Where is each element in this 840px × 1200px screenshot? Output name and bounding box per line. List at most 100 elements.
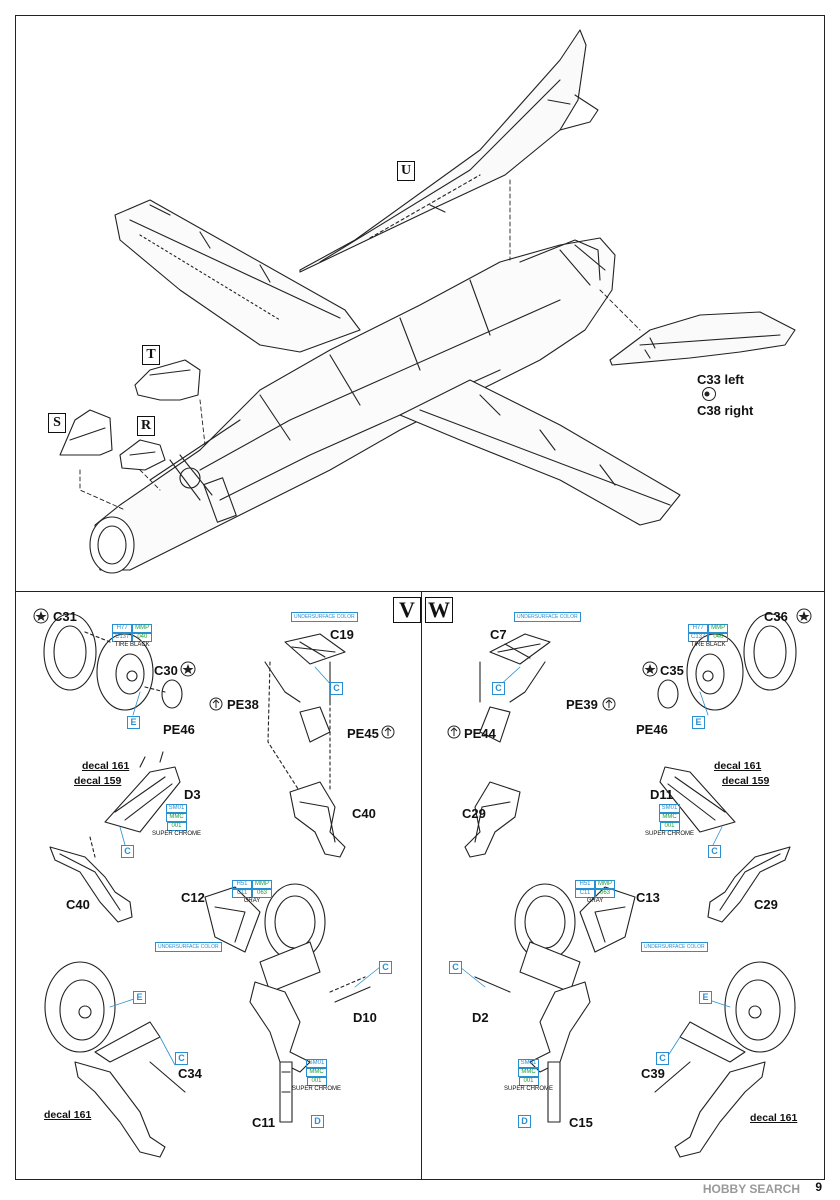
left-c40-label: C40 xyxy=(66,897,90,912)
right-chrome2-paint-callout: SM01 MMC 001 SUPER CHROME xyxy=(504,1059,553,1093)
right-chrome2-b: MMC xyxy=(518,1068,539,1077)
mirror-symbol-icon xyxy=(702,387,716,401)
left-chrome-b: MMC xyxy=(166,813,187,822)
left-ref-c: C xyxy=(330,682,343,695)
left-decal161b-label: decal 161 xyxy=(44,1109,92,1121)
left-pe45-label: PE45 xyxy=(347,726,379,741)
vertical-divider xyxy=(421,591,422,1180)
right-c35-label: C35 xyxy=(660,663,684,678)
left-tire-n: 040 xyxy=(132,633,153,642)
right-nose-wheel xyxy=(474,883,591,1123)
right-wing-drawing xyxy=(399,379,681,526)
left-ref-c: C xyxy=(175,1052,188,1065)
left-c11-label: C11 xyxy=(252,1115,276,1130)
left-chrome2-paint-callout: SM01 MMC 001 SUPER CHROME xyxy=(292,1059,341,1093)
right-d11-label: D11 xyxy=(650,787,674,802)
right-c39-label: C39 xyxy=(641,1066,665,1081)
left-gray-name: GRAY xyxy=(243,898,261,904)
left-door-c12 xyxy=(204,886,261,953)
canopy-parts xyxy=(59,359,201,471)
step-r-box: R xyxy=(137,416,155,436)
left-c19-label: C19 xyxy=(330,627,354,642)
left-door-c19 xyxy=(264,633,346,793)
right-ref-c: C xyxy=(656,1052,669,1065)
right-tire-n: 040 xyxy=(708,633,729,642)
right-main-wheel xyxy=(657,613,797,711)
left-chrome-c: 001 xyxy=(166,822,187,831)
left-gray-h: H51 xyxy=(232,880,252,889)
left-chrome-a: SM01 xyxy=(165,804,188,813)
left-chrome-name: SUPER CHROME xyxy=(152,831,202,837)
left-arm-c40 xyxy=(49,836,133,923)
right-tire-paint-name: TIRE BLACK xyxy=(690,642,726,648)
left-wing-drawing xyxy=(114,199,361,353)
bend-arrow-icon xyxy=(447,725,461,739)
bend-arrow-icon xyxy=(209,697,223,711)
stabilizer-part xyxy=(609,311,796,366)
left-gray-n: 063 xyxy=(252,889,272,898)
left-tire-h: H77 xyxy=(112,624,133,633)
left-decal161-label: decal 161 xyxy=(82,760,130,772)
reference-leaders xyxy=(109,666,731,1066)
left-chrome2-b: MMC xyxy=(306,1068,327,1077)
left-chrome2-a: SM01 xyxy=(305,1059,328,1068)
right-chrome2-c: 001 xyxy=(518,1077,539,1086)
right-ref-d: D xyxy=(518,1115,531,1128)
right-ref-c: C xyxy=(492,682,505,695)
left-pe38-label: PE38 xyxy=(227,697,259,712)
left-c12-label: C12 xyxy=(181,890,205,905)
leader-lines-top xyxy=(79,179,641,511)
star-icon xyxy=(33,608,49,624)
right-leg-c29 xyxy=(464,781,521,858)
star-icon xyxy=(796,608,812,624)
left-leg-c40 xyxy=(289,781,346,858)
right-c7-tag: UNDERSURFACE COLOR xyxy=(514,612,581,622)
right-decal161-label: decal 161 xyxy=(714,760,762,772)
left-c30-label: C30 xyxy=(154,663,178,678)
left-tire-c: C137 xyxy=(112,633,133,642)
landing-gear-drawings xyxy=(43,613,797,1158)
fuselage-drawing xyxy=(89,237,616,574)
right-ref-c: C xyxy=(449,961,462,974)
horizontal-divider xyxy=(15,591,825,592)
right-chrome-c: 001 xyxy=(659,822,680,831)
left-nose-wheel xyxy=(249,883,371,1123)
right-c29b-label: C29 xyxy=(754,897,778,912)
left-chrome-paint-callout: SM01 MMC 001 SUPER CHROME xyxy=(152,804,201,838)
right-tire-h: H77 xyxy=(688,624,709,633)
vertical-fin-part xyxy=(299,29,599,273)
right-chrome-paint-callout: SM01 MMC 001 SUPER CHROME xyxy=(645,804,694,838)
right-chrome-name: SUPER CHROME xyxy=(645,831,695,837)
left-chrome2-name: SUPER CHROME xyxy=(292,1086,342,1092)
right-door-c13 xyxy=(579,886,636,953)
step-w-box: W xyxy=(425,597,453,623)
right-c36-label: C36 xyxy=(764,609,788,624)
right-ref-e: E xyxy=(692,716,705,729)
right-pe46-label: PE46 xyxy=(636,722,668,737)
step-s-box: S xyxy=(48,413,66,433)
right-arm-c29 xyxy=(707,846,791,923)
right-chrome-a: SM01 xyxy=(658,804,681,813)
left-d10-label: D10 xyxy=(353,1010,377,1025)
left-c34-label: C34 xyxy=(178,1066,202,1081)
right-gray-c: C11 xyxy=(575,889,595,898)
bend-arrow-icon xyxy=(602,697,616,711)
step-t-box: T xyxy=(142,345,160,365)
right-gray-m: MMP xyxy=(595,880,615,889)
right-chrome2-a: SM01 xyxy=(517,1059,540,1068)
right-decal159-label: decal 159 xyxy=(722,775,770,787)
right-c29a-label: C29 xyxy=(462,806,486,821)
left-ref-e: E xyxy=(127,716,140,729)
bend-arrow-icon xyxy=(381,725,395,739)
right-pe44-label: PE44 xyxy=(464,726,496,741)
right-tire-c: C137 xyxy=(688,633,709,642)
left-ref-c: C xyxy=(379,961,392,974)
left-lower-gear xyxy=(44,961,186,1158)
right-gray-name: GRAY xyxy=(586,898,604,904)
right-c13-label: C13 xyxy=(636,890,660,905)
c38-label: C38 right xyxy=(697,403,754,418)
right-c7-label: C7 xyxy=(490,627,507,642)
